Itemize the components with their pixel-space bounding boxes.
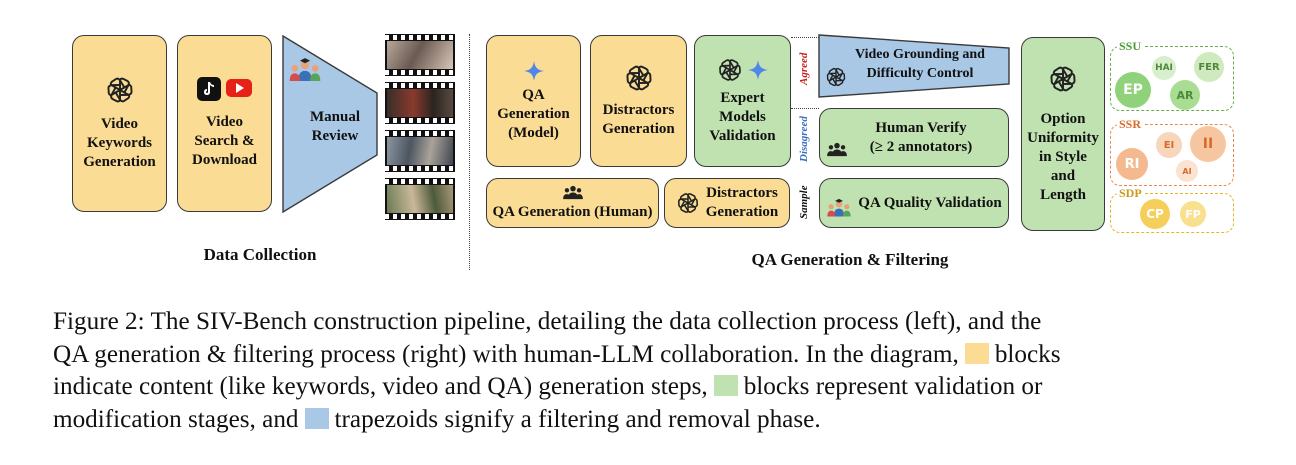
- people-icon: [826, 141, 848, 158]
- ssr-title: SSR: [1117, 117, 1144, 132]
- qa-quality-validation-label: QA Quality Validation: [858, 194, 1002, 211]
- ssr-item-ri: RI: [1116, 148, 1148, 180]
- video-frame-4: [385, 178, 455, 220]
- human-verify-box: Human Verify (≥ 2 annotators): [819, 108, 1009, 167]
- ssr-item-ei: EI: [1156, 132, 1182, 158]
- sdp-title: SDP: [1117, 186, 1144, 201]
- caption-line-2a: QA generation & filtering process (right…: [53, 340, 959, 368]
- data-collection-title: Data Collection: [203, 245, 317, 264]
- caption-line-3b: blocks represent validation or: [743, 373, 1043, 400]
- video-search-box: Video Search & Download: [177, 35, 272, 212]
- sdp-item-cp: CP: [1140, 199, 1170, 229]
- tiktok-icon: [196, 77, 221, 101]
- video-search-label: Video Search & Download: [191, 114, 258, 168]
- validation-swatch: [713, 375, 738, 396]
- ssu-category: [1110, 46, 1234, 111]
- video-frame-2: [385, 82, 455, 124]
- youtube-icon: [225, 79, 252, 97]
- gemini-star-icon: [747, 59, 769, 81]
- ssr-item-ai: AI: [1176, 160, 1198, 182]
- sdp-category: [1110, 193, 1234, 233]
- video-grounding-label: Video Grounding and Difficulty Control: [855, 47, 985, 81]
- agreed-connector: [791, 37, 819, 38]
- generation-swatch: [964, 342, 989, 364]
- caption-line-1: Figure 2: The SIV-Bench construction pip…: [53, 308, 1042, 335]
- human-verify-label: Human Verify (≥ 2 annotators): [869, 119, 973, 155]
- caption-line-3a: indicate content (like keywords, video a…: [53, 373, 708, 400]
- sdp-item-fp: FP: [1180, 201, 1206, 227]
- qa-generation-human-label: QA Generation (Human): [492, 204, 653, 220]
- gemini-star-icon: [523, 60, 545, 82]
- video-frame-3: [385, 130, 455, 172]
- qa-quality-validation-box: QA Quality Validation: [819, 178, 1009, 228]
- caption-line-4a: modification stages, and: [53, 405, 299, 433]
- ssu-title: SSU: [1117, 39, 1144, 54]
- qa-generation-human-box: QA Generation (Human): [486, 178, 659, 228]
- sample-label: Sample: [798, 185, 810, 219]
- ssu-item-ar: AR: [1170, 80, 1200, 110]
- ssu-item-fer: FER: [1194, 52, 1224, 82]
- manual-review-label: Manual Review: [309, 109, 360, 144]
- qa-generation-model-label: QA Generation (Model): [497, 86, 570, 141]
- disagreed-label: Disagreed: [798, 116, 810, 162]
- openai-logo-icon: [717, 57, 743, 83]
- openai-logo-icon: [1048, 64, 1078, 94]
- people-icon: [562, 184, 584, 201]
- keywords-generation-box: Video Keywords Generation: [72, 35, 167, 212]
- ssu-item-hai: HAI: [1152, 56, 1176, 80]
- disagreed-connector: [791, 108, 819, 109]
- openai-logo-icon: [624, 63, 654, 93]
- option-uniformity-box: Option Uniformity in Style and Length: [1021, 37, 1105, 231]
- distractors-generation-bottom-label: Distractors Generation: [705, 185, 779, 220]
- caption-line-4b: trapezoids signify a filtering and remov…: [334, 405, 821, 433]
- reviewers-icon: [826, 198, 852, 218]
- distractors-generation-top-label: Distractors Generation: [602, 102, 675, 137]
- keywords-generation-label: Video Keywords Generation: [83, 116, 156, 170]
- expert-models-validation-box: Expert Models Validation: [694, 35, 791, 167]
- caption-line-2b: blocks: [994, 340, 1061, 368]
- openai-logo-icon: [676, 191, 700, 215]
- openai-logo-icon: [105, 75, 135, 105]
- figure-caption: Figure 2: The SIV-Bench construction pip…: [53, 306, 1248, 436]
- ssr-category: [1110, 124, 1234, 186]
- video-frame-1: [385, 34, 455, 76]
- reviewers-icon: [288, 57, 322, 83]
- section-divider: [469, 34, 470, 270]
- distractors-generation-bottom-box: Distractors Generation: [664, 178, 790, 228]
- ssr-item-ii: II: [1190, 126, 1226, 162]
- video-grounding-trapezoid: [818, 34, 1010, 98]
- expert-models-validation-label: Expert Models Validation: [709, 89, 776, 144]
- qa-generation-title: QA Generation & Filtering: [751, 250, 949, 269]
- qa-generation-model-box: QA Generation (Model): [486, 35, 581, 167]
- distractors-generation-top-box: Distractors Generation: [590, 35, 687, 167]
- agreed-label: Agreed: [798, 52, 810, 86]
- option-uniformity-label: Option Uniformity in Style and Length: [1027, 110, 1099, 203]
- ssu-item-ep: EP: [1115, 72, 1151, 108]
- filtering-swatch: [304, 407, 329, 429]
